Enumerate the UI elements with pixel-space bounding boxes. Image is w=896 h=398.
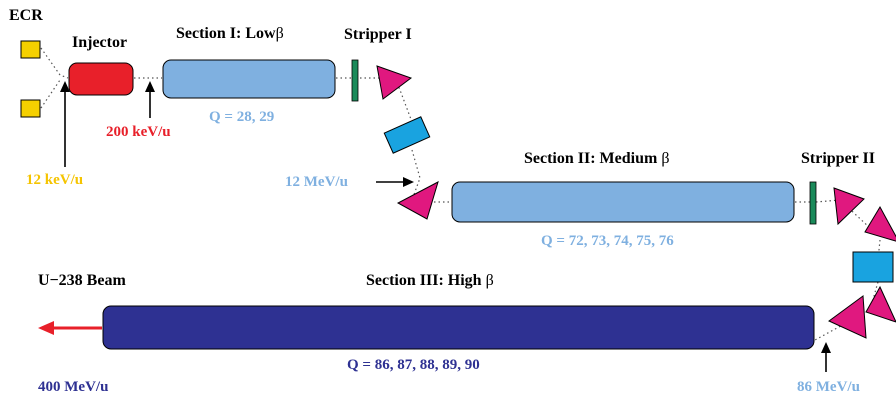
energy-ecr: 12 keV/u <box>26 172 83 188</box>
stripper2-label: Stripper II <box>801 150 875 167</box>
stripper1-label: Stripper I <box>344 26 412 43</box>
energy-arrow-section2 <box>821 342 831 372</box>
section3-charge-states: Q = 86, 87, 88, 89, 90 <box>347 357 480 373</box>
stripper1 <box>351 59 359 102</box>
section1-block <box>162 59 336 99</box>
quad-block-1 <box>383 116 431 154</box>
section2-block <box>451 181 795 223</box>
dipole-3 <box>833 187 865 226</box>
energy-final: 400 MeV/u <box>38 379 108 395</box>
dipole-4 <box>864 205 896 242</box>
section1-title: Section I: Lowβ <box>176 25 284 42</box>
dipole-5 <box>865 285 896 323</box>
energy-injector: 200 keV/u <box>106 124 171 140</box>
section1-charge-states: Q = 28, 29 <box>209 109 274 125</box>
ecr-source-bottom <box>20 99 41 118</box>
dipole-1 <box>376 65 413 100</box>
dipole-6 <box>828 295 867 339</box>
energy-arrow-injector <box>145 81 155 118</box>
stripper2 <box>809 181 817 225</box>
energy-section1: 12 MeV/u <box>285 174 348 190</box>
section3-title: Section III: High β <box>366 272 494 289</box>
section3-block <box>102 305 815 350</box>
energy-section2: 86 MeV/u <box>797 379 860 395</box>
injector-block <box>68 62 134 96</box>
energy-arrow-ecr <box>60 81 70 167</box>
injector-label: Injector <box>72 34 127 51</box>
beam-name-label: U−238 Beam <box>38 272 126 289</box>
beam-exit-arrowhead <box>38 321 54 335</box>
quad-block-2 <box>852 251 894 283</box>
section2-charge-states: Q = 72, 73, 74, 75, 76 <box>541 233 674 249</box>
ecr-source-top <box>20 40 41 59</box>
ecr-label: ECR <box>9 7 43 24</box>
dipole-2 <box>396 181 439 220</box>
energy-arrow-section1 <box>376 177 414 187</box>
section2-title: Section II: Medium β <box>524 150 669 167</box>
